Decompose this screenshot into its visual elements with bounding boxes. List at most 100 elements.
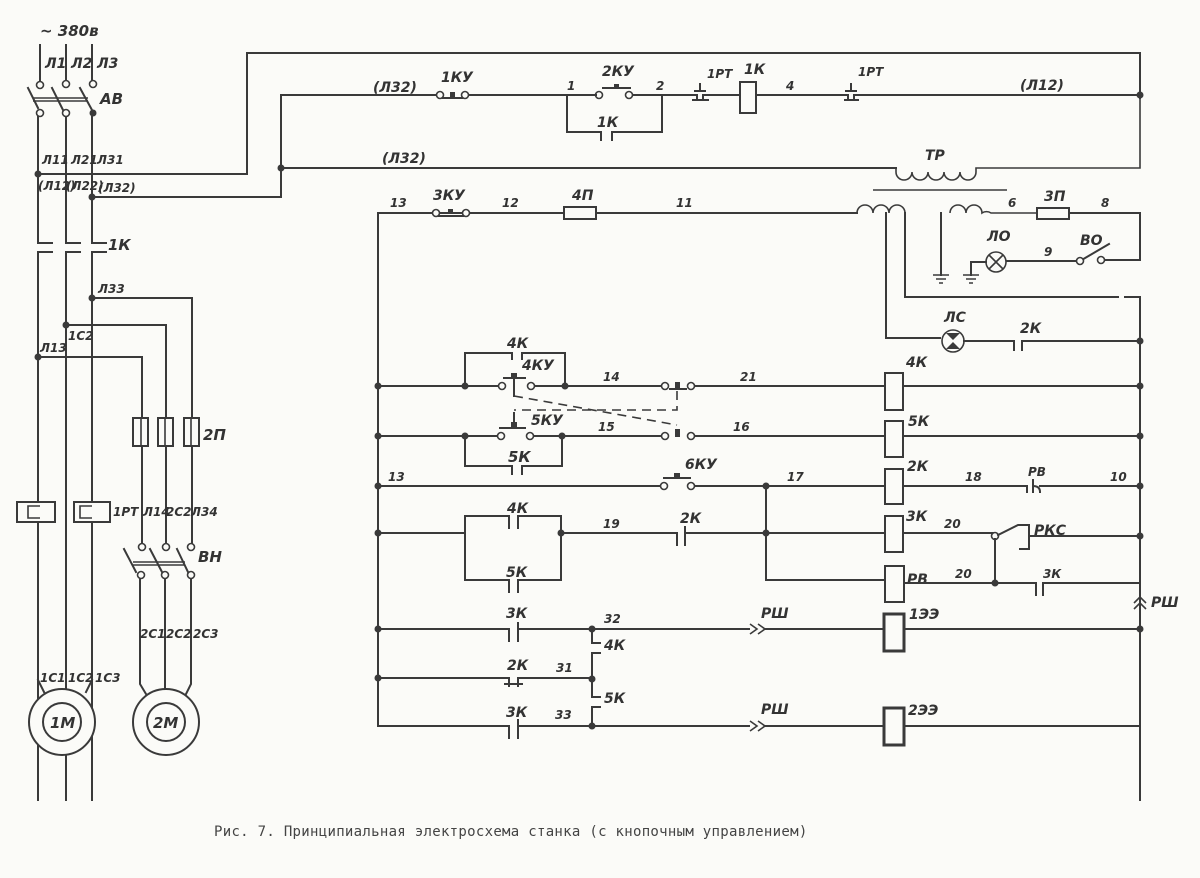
l21-label: Л21 xyxy=(70,153,98,167)
contact-3k-row6 xyxy=(508,622,519,642)
hold-contact-1k-label: 1К xyxy=(597,115,619,131)
power-circuit: ~ 380в Л1 Л2 Л3 АВ Л11 Л21 Л31 (Л12) (Л2… xyxy=(16,22,1141,801)
stop-button-3ky[interactable] xyxy=(431,208,471,218)
interlock-contacts-4k-5k xyxy=(591,628,601,727)
ground-icon-2 xyxy=(963,274,979,284)
transformer-primary xyxy=(895,98,1141,181)
coil-3k xyxy=(884,515,904,553)
control-circuit: (Л32) 1КУ 2КУ 1 2 1К 1РТ 1К 4 1РТ xyxy=(277,62,1179,801)
contact-3k-row8-label: 3К xyxy=(506,705,528,721)
node-11-label: 11 xyxy=(676,196,693,210)
node-19-label: 19 xyxy=(603,517,620,531)
coil-4k xyxy=(884,372,904,411)
l32-tap-label: (Л32) xyxy=(98,181,136,195)
transformer-secondary-control xyxy=(856,204,906,214)
contact-5k-label: 5К xyxy=(508,448,531,466)
contact-3k-row5-label: 3К xyxy=(1043,567,1062,581)
fuse-3p xyxy=(1036,207,1070,220)
transformer-label: ТР xyxy=(925,148,946,164)
start-button-2ky[interactable] xyxy=(602,84,634,100)
contact-5k-parallel xyxy=(508,579,519,593)
l34-label: Л34 xyxy=(190,505,218,519)
contact-5k-b-label: 5К xyxy=(506,565,528,581)
plug-rsh-1-label: РШ xyxy=(761,606,789,622)
switch-vn[interactable] xyxy=(122,542,196,580)
phase-l2-label: Л2 xyxy=(70,56,92,72)
l31-label: Л31 xyxy=(96,153,124,167)
circuit-breaker-av[interactable] xyxy=(26,79,98,118)
hold-contact-1k xyxy=(600,131,613,141)
branch-l13-wire xyxy=(37,356,143,421)
node-17-label: 17 xyxy=(787,470,804,484)
plug-connector-2 xyxy=(749,720,767,732)
electromagnet-1ee-label: 1ЭЭ xyxy=(909,607,939,623)
supply-label: ~ 380в xyxy=(40,22,99,40)
node-12-label: 12 xyxy=(502,196,519,210)
node-10-label: 10 xyxy=(1110,470,1127,484)
phase-l1-label: Л1 xyxy=(44,56,66,72)
2c3-label: 2С3 xyxy=(193,627,219,641)
thermal-contact-1rt-a-label: 1РТ xyxy=(707,67,733,81)
l32-mid-label: (Л32) xyxy=(382,151,426,167)
coil-2k-label: 2К xyxy=(907,459,929,475)
link-5k-label: 5К xyxy=(604,691,626,707)
phase-leads xyxy=(39,44,93,84)
contact-4k-parallel xyxy=(508,515,519,529)
node-15-label: 15 xyxy=(598,420,615,434)
signal-lamp-ls-label: ЛС xyxy=(943,310,967,326)
node-9-label: 9 xyxy=(1044,245,1052,259)
contact-3k-row5 xyxy=(1035,582,1044,596)
button-6ky[interactable] xyxy=(659,473,696,491)
coil-1k xyxy=(739,81,757,114)
node-20b-label: 20 xyxy=(955,567,972,581)
coil-rv xyxy=(884,565,905,603)
thermal-relay-label: 1РТ xyxy=(113,505,139,519)
fuse-3p-label: 3П xyxy=(1044,189,1066,205)
thermal-contact-1rt-b xyxy=(844,83,859,101)
l22-tap-label: (Л22) xyxy=(66,179,104,193)
button-4ky[interactable] xyxy=(497,373,536,397)
stop-button-1ky[interactable] xyxy=(435,90,470,100)
node-8-label: 8 xyxy=(1101,196,1109,210)
button-6ky-label: 6КУ xyxy=(685,457,718,473)
interlock-button-b[interactable] xyxy=(660,429,696,441)
node-16-label: 16 xyxy=(733,420,750,434)
coil-rv-label: РВ xyxy=(907,572,928,588)
coil-1k-label: 1К xyxy=(744,62,766,78)
link-4k-label: 4К xyxy=(603,638,626,654)
fuse-4p xyxy=(563,206,597,220)
ground-icon xyxy=(933,274,949,284)
phase-l3-label: Л3 xyxy=(96,56,118,72)
fuses-2p xyxy=(132,417,200,447)
node-31-label: 31 xyxy=(556,661,573,675)
time-relay-contact-label: РВ xyxy=(1028,465,1046,479)
node-21-label: 21 xyxy=(740,370,757,384)
node-18-label: 18 xyxy=(965,470,982,484)
l32-top-label: (Л32) xyxy=(373,80,417,96)
motor-1m-label: 1М xyxy=(50,714,75,732)
contact-2k-ls-label: 2К xyxy=(1020,321,1042,337)
button-5ky[interactable] xyxy=(496,412,535,441)
l11-tap-wire xyxy=(37,52,1141,175)
interlock-button-a[interactable] xyxy=(660,381,696,391)
switch-vo-label: ВО xyxy=(1080,233,1103,249)
button-3ky-label: 3КУ xyxy=(433,188,466,204)
button-2ky-label: 2КУ xyxy=(602,64,635,80)
thermal-relay-1rt xyxy=(16,501,111,523)
hold-contact-wire xyxy=(566,94,663,133)
branch-lines-lower xyxy=(141,445,193,546)
plug-connector-1 xyxy=(749,623,767,635)
electromagnet-2ee xyxy=(882,706,906,747)
bus-lines-upper xyxy=(37,116,93,244)
node-32-label: 32 xyxy=(604,612,621,626)
node-4-label: 4 xyxy=(785,79,794,93)
main-contactor-label: 1К xyxy=(108,236,131,254)
motor-1m xyxy=(28,688,96,756)
node-1-label: 1 xyxy=(567,79,575,93)
motor2-leads xyxy=(139,578,192,696)
l32-tap-wire xyxy=(91,94,282,198)
switch-vn-label: ВН xyxy=(198,548,222,566)
branch-1c2-wire xyxy=(65,324,167,421)
contact-2k-row7 xyxy=(504,677,523,687)
